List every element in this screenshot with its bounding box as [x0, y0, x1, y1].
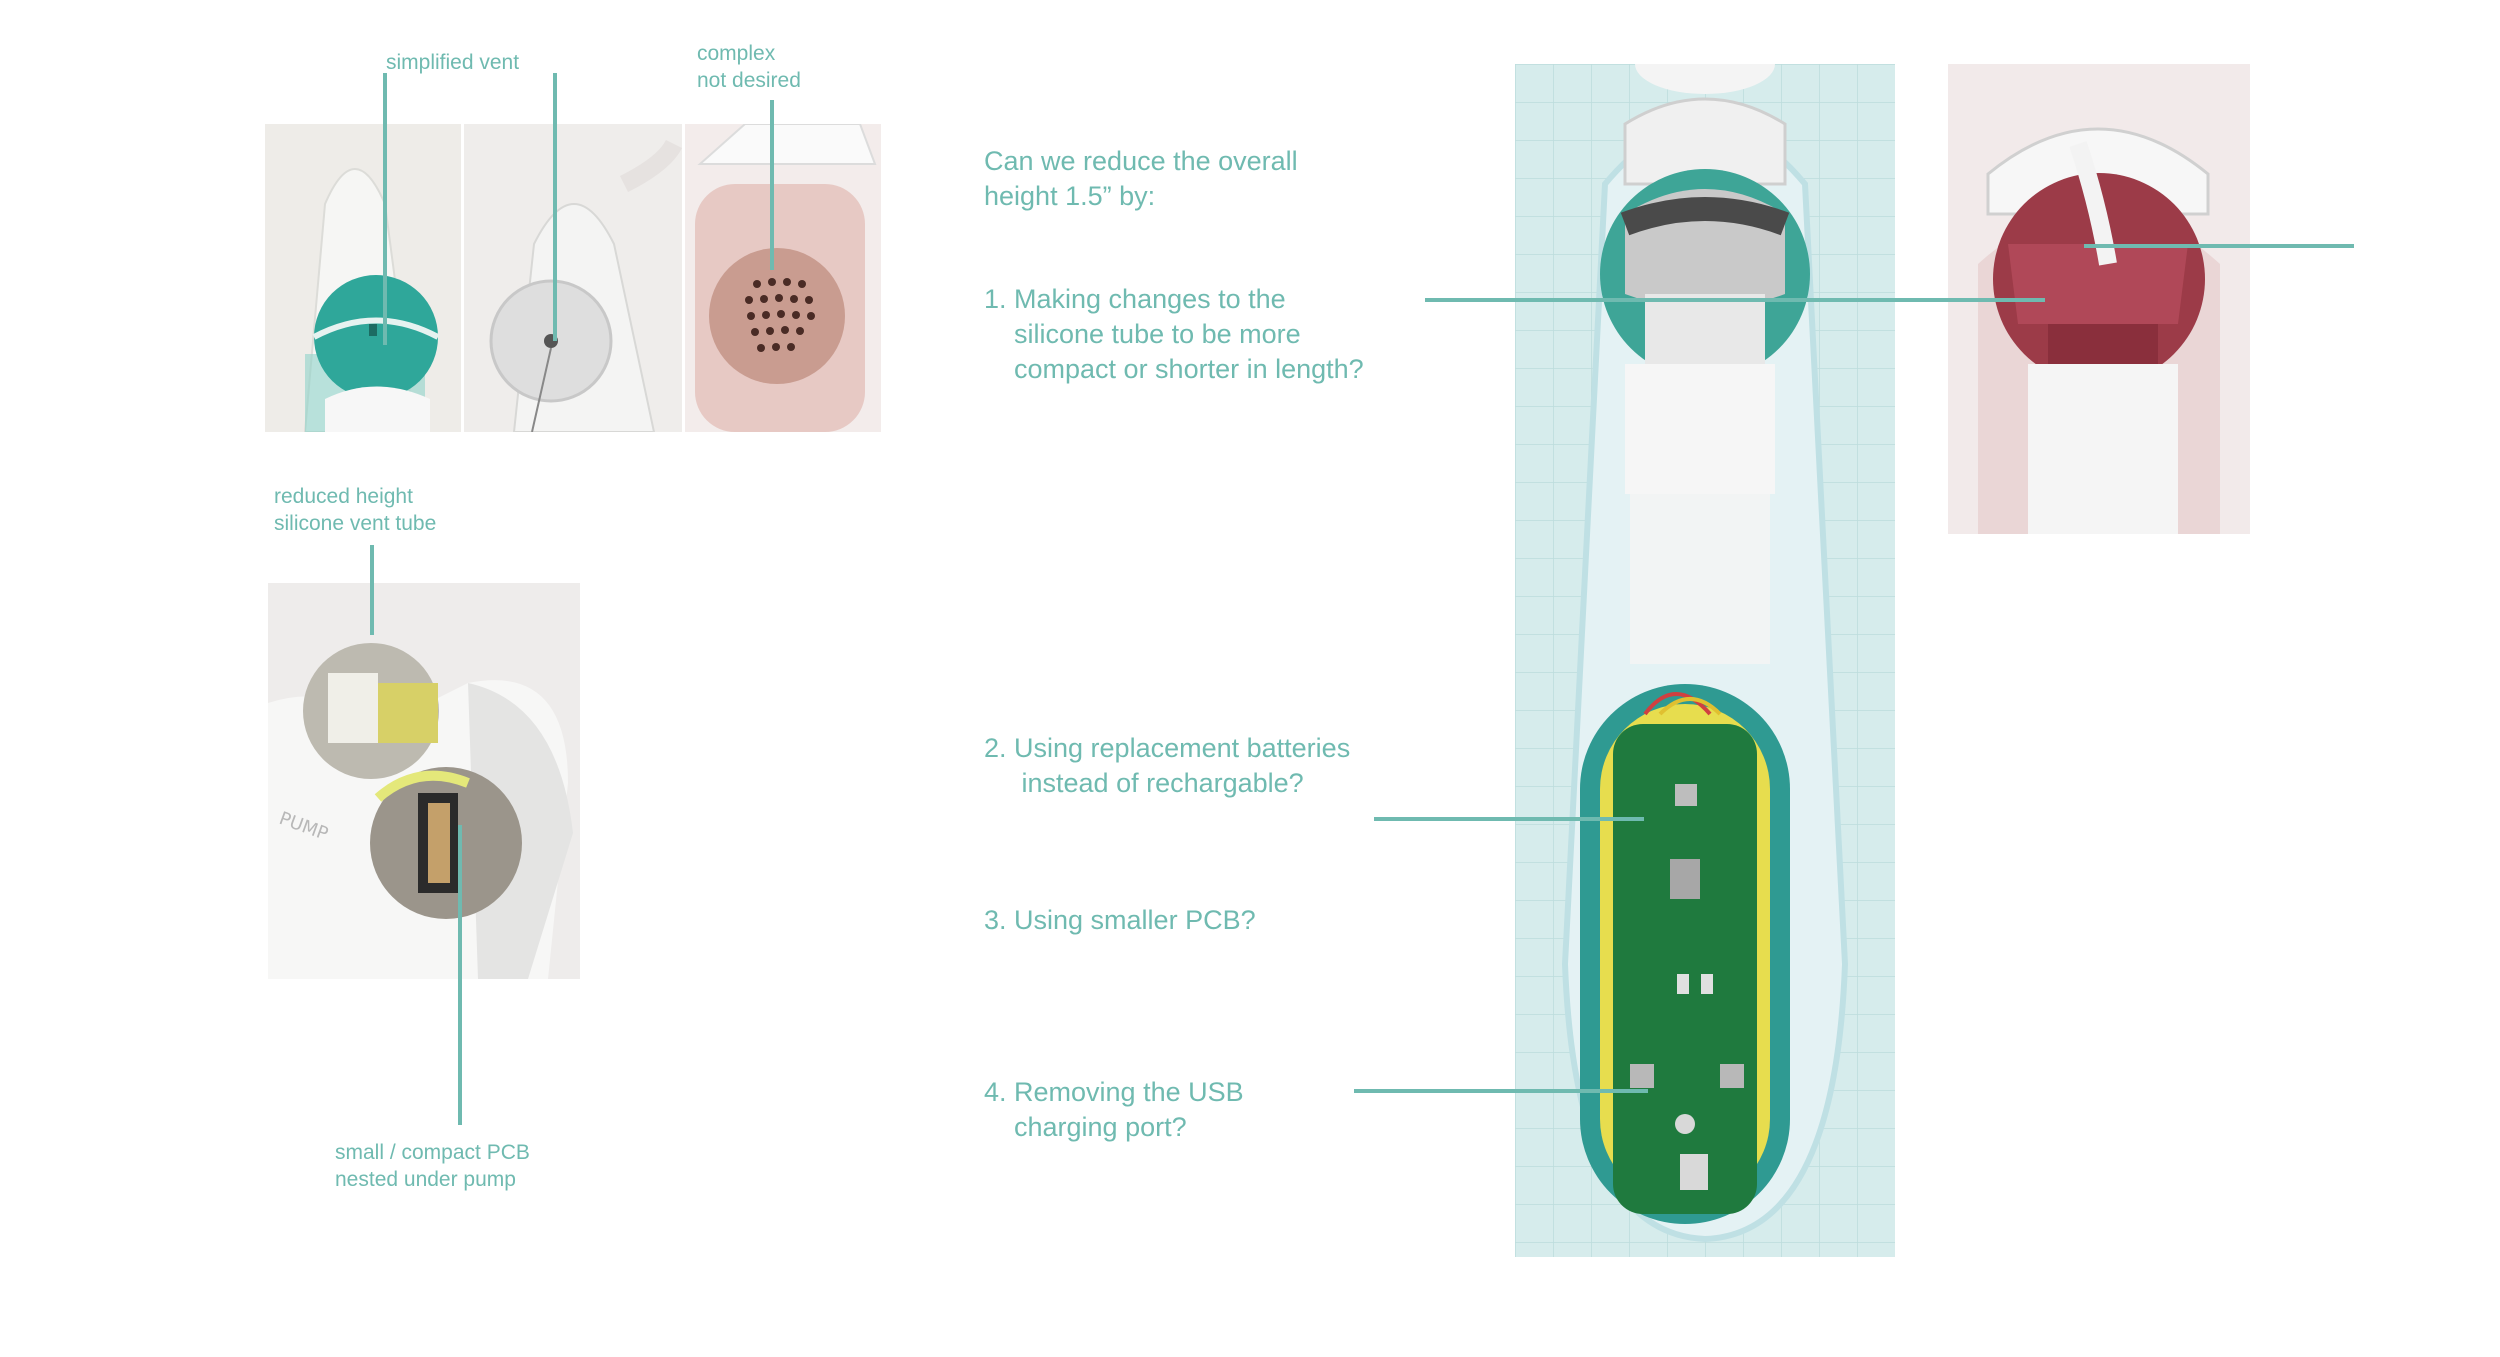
leader-line-vent-clear	[553, 73, 557, 341]
leader-line-vent-teal	[383, 73, 387, 345]
question-2: 2. Using replacement batteries instead o…	[984, 733, 1351, 798]
question-3: 3. Using smaller PCB?	[984, 905, 1256, 935]
nozzle-photo-clear	[464, 124, 682, 432]
callout-complex-not-desired: complex not desired	[697, 42, 801, 92]
valve-closeup-photo	[1948, 64, 2250, 534]
leader-line-valve	[2084, 244, 2354, 248]
leader-line-vent-tube	[370, 545, 374, 635]
nozzle-photo-teal	[265, 124, 461, 432]
leader-line-q1	[1425, 298, 2045, 302]
callout-simplified-vent: simplified vent	[386, 51, 520, 74]
question-4: 4. Removing the USB charging port?	[984, 1077, 1244, 1142]
leader-line-vent-complex	[770, 100, 774, 270]
leader-line-q4	[1354, 1089, 1648, 1093]
question-intro: Can we reduce the overall height 1.5” by…	[984, 146, 1298, 211]
question-1: 1. Making changes to the silicone tube t…	[984, 284, 1364, 384]
leader-line-q2	[1374, 817, 1644, 821]
leader-line-pcb	[458, 825, 462, 1125]
pump-interior-photo: PUMP	[268, 583, 580, 979]
nozzle-photo-pink	[685, 124, 881, 432]
vent-holes	[745, 278, 815, 352]
device-disassembly-photo	[1515, 64, 1895, 1257]
callout-reduced-height: reduced height silicone vent tube	[274, 485, 437, 535]
callout-small-pcb: small / compact PCB nested under pump	[335, 1141, 530, 1191]
